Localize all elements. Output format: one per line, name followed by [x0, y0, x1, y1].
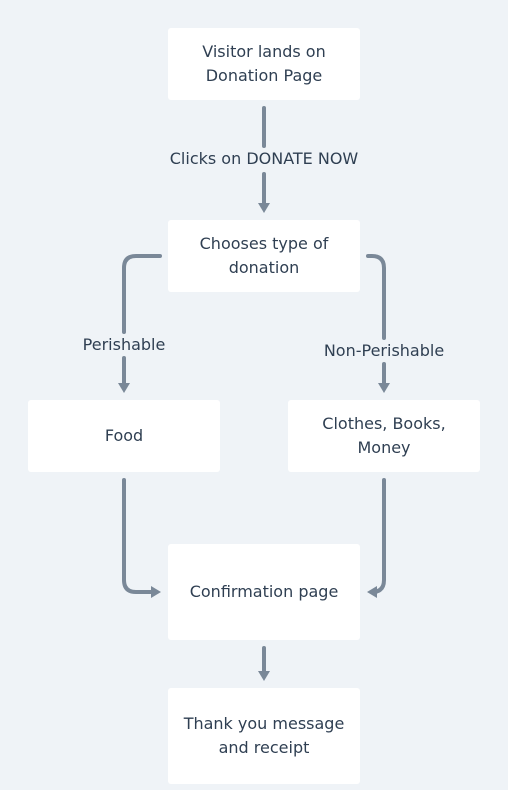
arrowhead-food	[118, 383, 130, 393]
connector-choose-to-non-perishable	[366, 254, 386, 340]
node-thank-you: Thank you message and receipt	[168, 688, 360, 784]
arrowhead-thanks	[258, 671, 270, 681]
connector-clothes-to-confirm	[370, 478, 386, 594]
connector-choose-to-perishable	[122, 254, 162, 334]
arrowhead-clothes	[378, 383, 390, 393]
node-confirmation-page: Confirmation page	[168, 544, 360, 640]
arrowhead-choose	[258, 203, 270, 213]
connector-food-to-confirm	[122, 478, 154, 594]
edge-label-donate: Clicks on DONATE NOW	[169, 149, 359, 168]
edge-label-non-perishable: Non-Perishable	[323, 341, 445, 360]
node-choose-type: Chooses type of donation	[168, 220, 360, 292]
edge-label-perishable: Perishable	[82, 335, 166, 354]
arrowhead-confirm-left	[151, 586, 161, 598]
node-visitor-lands: Visitor lands on Donation Page	[168, 28, 360, 100]
node-clothes-books-money: Clothes, Books, Money	[288, 400, 480, 472]
node-food: Food	[28, 400, 220, 472]
arrowhead-confirm-right	[367, 586, 377, 598]
